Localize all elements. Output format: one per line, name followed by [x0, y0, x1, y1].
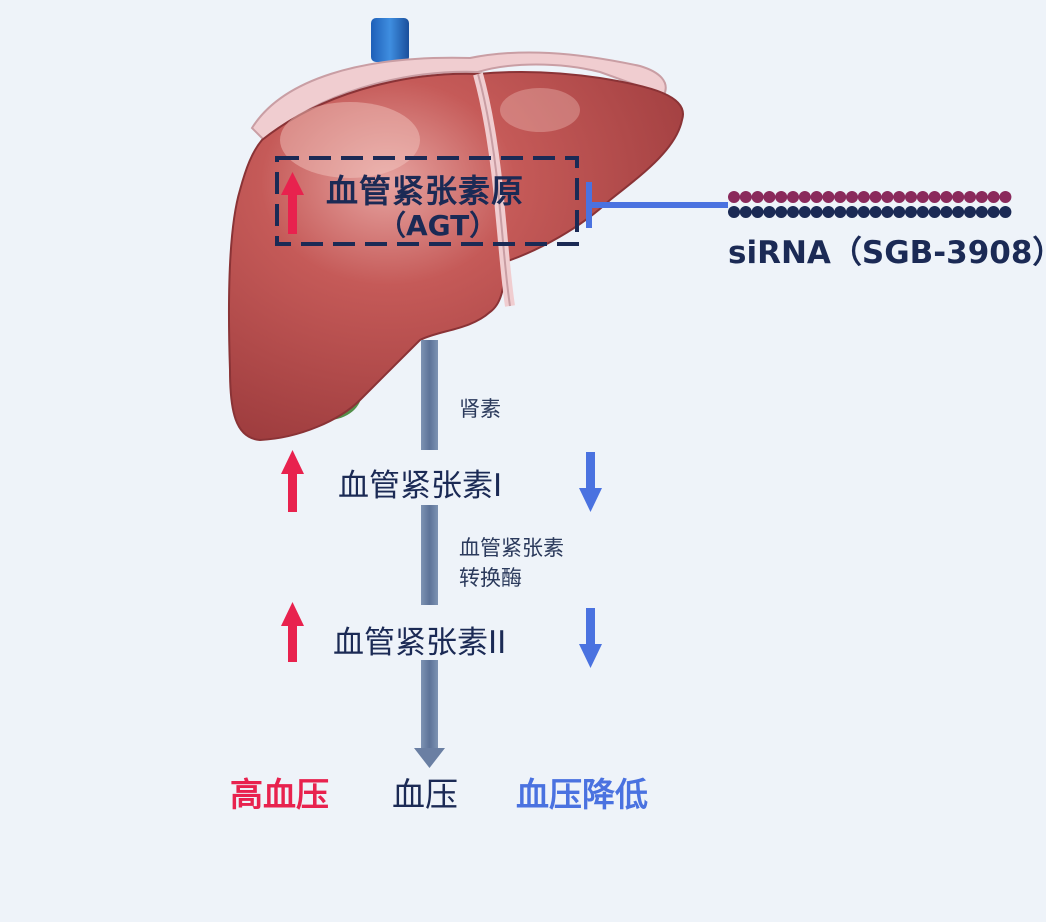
liver-membrane: [250, 51, 667, 142]
sirna-strand-icon: [728, 191, 1012, 218]
shaft-segment-2: [421, 505, 438, 605]
ace-label-line2: 转换酶: [459, 566, 522, 590]
agt-dashed-box: [275, 156, 579, 246]
sirna-inhibitor-icon: [586, 182, 728, 228]
ang1-up-arrow-icon: [281, 450, 304, 512]
angiotensin-2-label: 血管紧张素II: [333, 625, 507, 661]
ang2-down-arrow-icon: [579, 608, 602, 668]
vena-cava-shape: [371, 18, 409, 62]
ang1-down-arrow-icon: [579, 452, 602, 512]
ang2-up-arrow-icon: [281, 602, 304, 662]
agt-up-arrow-icon: [281, 172, 304, 234]
angiotensin-1-label: 血管紧张素I: [338, 468, 503, 504]
agt-subtitle: （AGT）: [378, 209, 498, 242]
shaft-segment-3: [421, 660, 438, 750]
pathway-shaft: [414, 340, 445, 768]
hypertension-label: 高血压: [230, 775, 329, 814]
renin-label: 肾素: [459, 397, 501, 421]
sirna-label: siRNA（SGB-3908）: [728, 235, 1046, 271]
shaft-arrowhead: [414, 748, 445, 768]
blood-pressure-label: 血压: [392, 775, 458, 814]
ace-label-line1: 血管紧张素: [459, 536, 564, 560]
lowered-bp-label: 血压降低: [516, 775, 648, 814]
liver-lobe: [228, 70, 685, 442]
shaft-segment-1: [421, 340, 438, 450]
agt-title: 血管紧张素原: [326, 172, 525, 210]
falciform-ligament-edge: [477, 73, 511, 307]
